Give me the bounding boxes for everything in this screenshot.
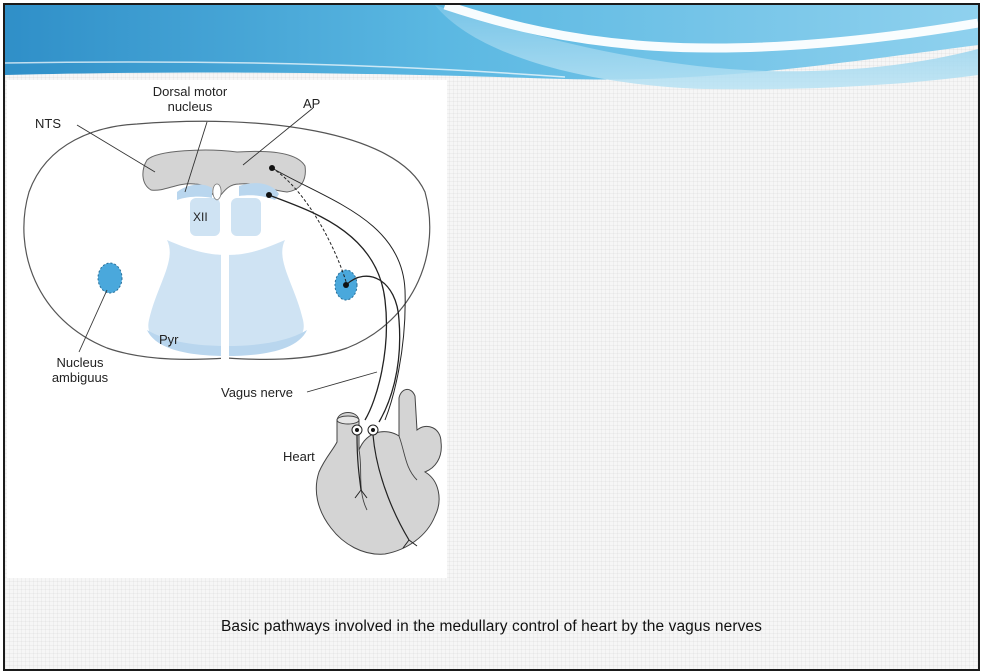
ap-dot — [269, 165, 275, 171]
vagus-nerve-leader — [307, 372, 377, 392]
dorsal-motor-label-line2: nucleus — [135, 99, 245, 114]
nucleus-ambiguus-label-line2: ambiguus — [35, 370, 125, 385]
nucleus-ambiguus-label-line1: Nucleus — [35, 355, 125, 370]
hypoglossal-nucleus-right — [231, 198, 261, 236]
na-dot — [343, 282, 349, 288]
dorsal-motor-label-line1: Dorsal motor — [135, 84, 245, 99]
heart-label: Heart — [283, 449, 315, 464]
dorsal-motor-nucleus-label: Dorsal motor nucleus — [135, 84, 245, 114]
ganglion-dot-right — [371, 428, 375, 432]
pyr-label: Pyr — [159, 332, 179, 347]
nucleus-ambiguus-left — [98, 263, 122, 293]
dmn-dot — [266, 192, 272, 198]
vagus-nerve-label: Vagus nerve — [221, 385, 293, 400]
ap-label: AP — [303, 96, 320, 111]
nts-label: NTS — [35, 116, 61, 131]
nucleus-ambiguus-label: Nucleus ambiguus — [35, 355, 125, 385]
figure-panel: Dorsal motor nucleus AP NTS XII Pyr Nucl… — [7, 80, 447, 578]
figure-caption: Basic pathways involved in the medullary… — [5, 618, 978, 636]
medulla-heart-diagram — [7, 80, 447, 578]
xii-label: XII — [193, 210, 208, 225]
slide: Dorsal motor nucleus AP NTS XII Pyr Nucl… — [3, 3, 980, 671]
ganglion-dot-left — [355, 428, 359, 432]
central-canal — [213, 184, 221, 200]
midline-gap — [221, 190, 229, 360]
heart-shape — [316, 389, 441, 554]
aorta-opening — [337, 416, 359, 424]
